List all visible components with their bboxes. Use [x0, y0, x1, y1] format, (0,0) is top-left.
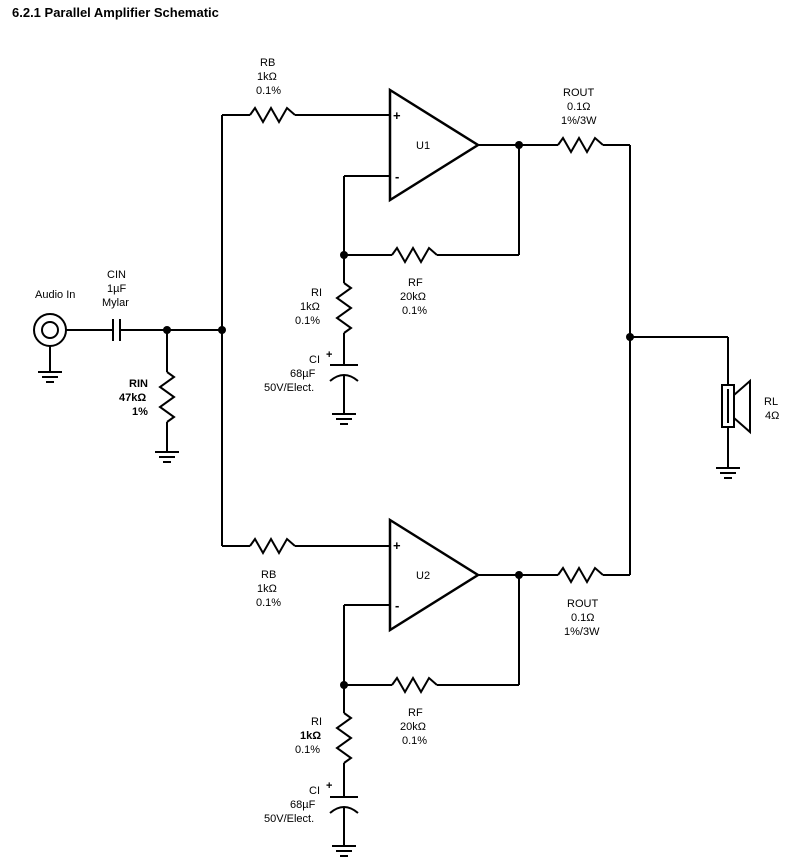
cin-name: CIN [107, 269, 126, 281]
u1-plus-pin: + [393, 108, 401, 123]
u2-ri-tol: 0.1% [295, 744, 320, 756]
u2-ci-value: 68µF [290, 799, 316, 811]
u1-ri-tol: 0.1% [295, 315, 320, 327]
audio-in-label: Audio In [35, 289, 75, 301]
u2-rb-resistor [249, 536, 296, 556]
u2-plus-pin: + [393, 538, 401, 553]
u2-rout-resistor [557, 565, 604, 585]
u1-ci-rating: 50V/Elect. [264, 382, 314, 394]
rl-name: RL [764, 396, 778, 408]
u2-ri-resistor [335, 712, 353, 764]
speaker-icon [721, 378, 751, 435]
u2-opamp [388, 517, 481, 633]
u2-rb-name: RB [261, 569, 276, 581]
u2-rf-tol: 0.1% [402, 735, 427, 747]
rl-value: 4Ω [765, 410, 779, 422]
rin-name: RIN [129, 378, 148, 390]
u2-rb-value: 1kΩ [257, 583, 277, 595]
u1-rout-rating: 1%/3W [561, 115, 597, 127]
rin-value: 47kΩ [119, 392, 146, 404]
cin-type: Mylar [102, 297, 129, 309]
ground-symbol [332, 413, 356, 425]
u1-ri-name: RI [311, 287, 322, 299]
u1-label: U1 [416, 140, 430, 152]
u2-rf-value: 20kΩ [400, 721, 426, 733]
u2-rb-tol: 0.1% [256, 597, 281, 609]
u1-opamp [388, 87, 481, 203]
u2-ri-value: 1kΩ [300, 730, 321, 742]
u2-ri-name: RI [311, 716, 322, 728]
u1-rb-resistor [249, 105, 296, 125]
u1-rb-tol: 0.1% [256, 85, 281, 97]
cin-capacitor [112, 319, 121, 341]
u1-ci-polarity: + [326, 349, 332, 361]
u2-label: U2 [416, 570, 430, 582]
u1-rout-resistor [557, 135, 604, 155]
u1-ci-value: 68µF [290, 368, 316, 380]
u1-rout-value: 0.1Ω [567, 101, 591, 113]
rin-tol: 1% [132, 406, 148, 418]
u2-ci-polarity: + [326, 780, 332, 792]
u2-rout-rating: 1%/3W [564, 626, 600, 638]
u1-ri-resistor [335, 282, 353, 334]
u2-rout-name: ROUT [567, 598, 598, 610]
rin-resistor [158, 371, 176, 423]
u1-ri-value: 1kΩ [300, 301, 320, 313]
u1-rb-value: 1kΩ [257, 71, 277, 83]
u2-ci-rating: 50V/Elect. [264, 813, 314, 825]
u1-ci-name: CI [309, 354, 320, 366]
u2-minus-pin: - [395, 598, 399, 613]
u1-rb-name: RB [260, 57, 275, 69]
u2-ci-name: CI [309, 785, 320, 797]
u2-rout-value: 0.1Ω [571, 612, 595, 624]
u1-rf-name: RF [408, 277, 423, 289]
ground-symbol [716, 467, 740, 479]
u1-rout-name: ROUT [563, 87, 594, 99]
page-title: 6.2.1 Parallel Amplifier Schematic [12, 5, 219, 20]
cin-value: 1µF [107, 283, 126, 295]
ground-symbol [332, 845, 356, 857]
u1-rf-tol: 0.1% [402, 305, 427, 317]
u1-minus-pin: - [395, 169, 399, 184]
u2-rf-resistor [391, 675, 438, 695]
u1-rf-value: 20kΩ [400, 291, 426, 303]
audio-input-jack [33, 313, 67, 383]
ground-symbol [155, 451, 179, 463]
u1-rf-resistor [391, 245, 438, 265]
u2-rf-name: RF [408, 707, 423, 719]
